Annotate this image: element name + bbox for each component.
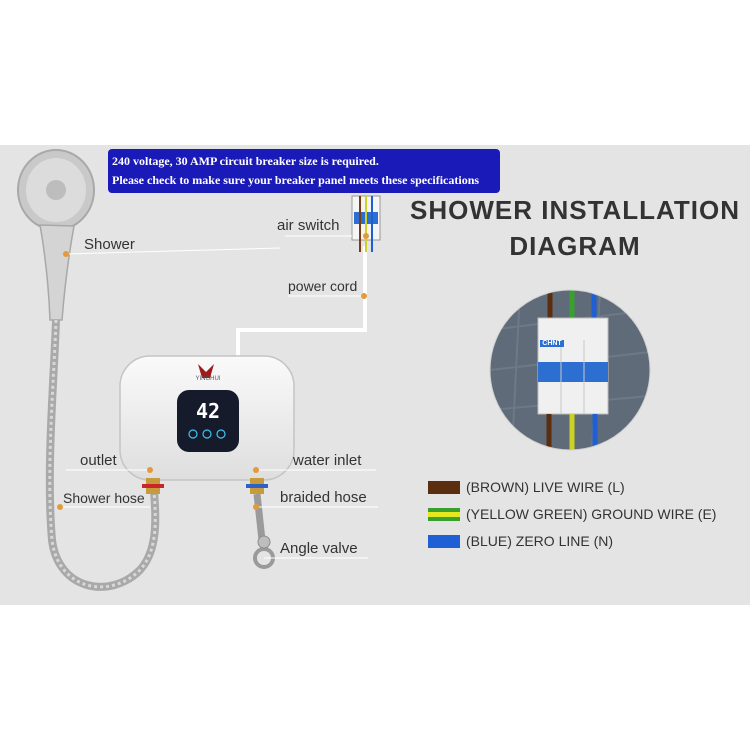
heater-brand: YINGHUI <box>195 376 221 382</box>
notice-line-1: 240 voltage, 30 AMP circuit breaker size… <box>112 154 379 168</box>
label-water-inlet: water inlet <box>293 452 362 469</box>
brown-swatch <box>428 481 460 494</box>
power-cord-line <box>236 246 367 356</box>
label-power-cord: power cord <box>288 278 358 294</box>
blue-swatch <box>428 535 460 548</box>
breaker-brand: CHNT <box>540 340 564 347</box>
yellow-green-swatch <box>428 508 460 521</box>
label-air-switch: air switch <box>277 217 340 234</box>
diagram-title-line-1: SHOWER INSTALLATION <box>410 195 741 225</box>
angle-valve-icon <box>253 535 275 569</box>
legend-text-blue: (BLUE) ZERO LINE (N) <box>466 533 614 549</box>
heater-display-value: 42 <box>195 399 221 423</box>
shower-head-icon <box>17 149 95 321</box>
air-switch-icon <box>351 195 381 252</box>
legend-text-brown: (BROWN) LIVE WIRE (L) <box>466 479 625 495</box>
breaker-requirement-notice: 240 voltage, 30 AMP circuit breaker size… <box>108 149 500 193</box>
diagram-title-line-2: DIAGRAM <box>509 231 641 261</box>
label-shower: Shower <box>84 236 135 253</box>
braided-hose-line <box>253 493 266 541</box>
legend-text-yellow-green: (YELLOW GREEN) GROUND WIRE (E) <box>466 506 717 522</box>
label-braided-hose: braided hose <box>280 489 367 506</box>
label-shower-hose: Shower hose <box>63 490 145 506</box>
water-heater-icon <box>119 355 295 494</box>
notice-line-2: Please check to make sure your breaker p… <box>112 173 480 187</box>
label-outlet: outlet <box>80 452 117 469</box>
label-angle-valve: Angle valve <box>280 540 358 557</box>
breaker-photo <box>490 290 650 450</box>
